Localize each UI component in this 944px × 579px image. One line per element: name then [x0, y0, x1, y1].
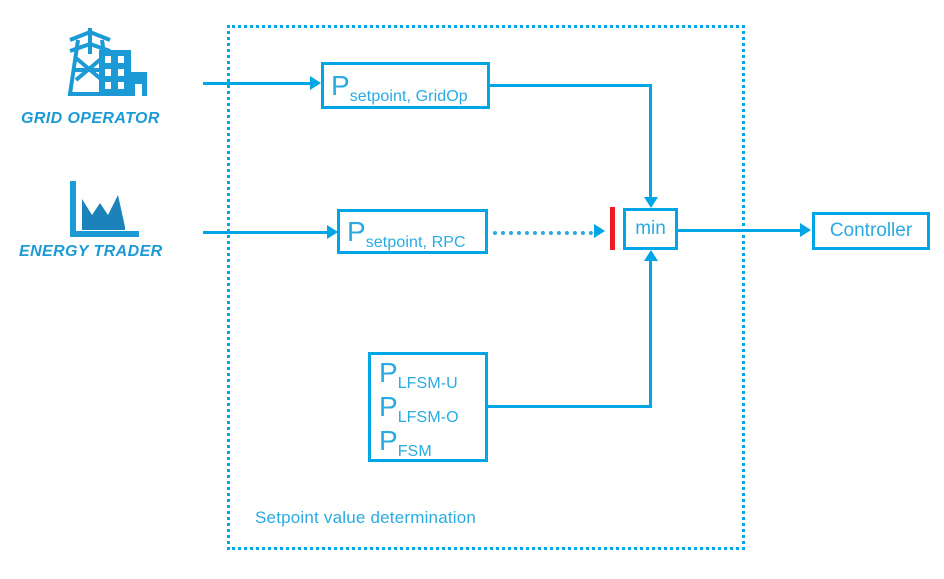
block-lfsm-o-formula: PLFSM-O	[379, 391, 459, 426]
connector-rpc-to-min-arrowhead	[594, 224, 605, 238]
group-label: Setpoint value determination	[255, 508, 477, 527]
power-tower-building-icon	[66, 24, 148, 107]
connector-gridop-to-min-arrowhead	[644, 197, 658, 208]
subscript-setpoint-rpc: setpoint, RPC	[365, 233, 466, 251]
connector-lfsm-to-min-horizontal	[488, 405, 652, 408]
block-setpoint-rpc[interactable]: Psetpoint, RPC	[337, 209, 488, 254]
symbol-p: P	[379, 425, 398, 456]
connector-min-to-controller-arrowhead	[800, 223, 811, 237]
block-min-label: min	[635, 218, 666, 239]
symbol-p: P	[379, 357, 398, 388]
block-controller-label: Controller	[829, 220, 913, 241]
connector-gridop-to-min-horizontal	[490, 84, 652, 87]
connector-rpc-to-min-dotted	[493, 231, 593, 235]
block-fsm-formula: PFSM	[379, 425, 432, 460]
block-lfsm-fsm[interactable]: PLFSM-U PLFSM-O PFSM	[368, 352, 488, 462]
connector-lfsm-to-min-vertical	[649, 261, 652, 408]
connector-gridop-to-min-vertical	[649, 84, 652, 199]
area-chart-icon	[68, 180, 140, 244]
connector-trader-input-arrowhead	[327, 225, 338, 239]
limit-marker	[610, 207, 615, 250]
actor-label-energy-trader: ENERGY TRADER	[19, 243, 163, 260]
symbol-p: P	[331, 69, 350, 101]
symbol-p: P	[379, 391, 398, 422]
subscript-lfsm-o: LFSM-O	[397, 409, 459, 426]
setpoint-determination-group	[227, 25, 745, 550]
symbol-p: P	[347, 215, 366, 247]
connector-min-to-controller-line	[678, 229, 802, 232]
connector-gridop-input-line	[203, 82, 311, 85]
connector-gridop-input-arrowhead	[310, 76, 321, 90]
block-setpoint-gridop-formula: Psetpoint, GridOp	[331, 69, 468, 104]
block-setpoint-rpc-formula: Psetpoint, RPC	[347, 215, 466, 250]
block-lfsm-u-formula: PLFSM-U	[379, 357, 458, 392]
connector-trader-input-line	[203, 231, 328, 234]
subscript-setpoint-gridop: setpoint, GridOp	[349, 87, 468, 105]
subscript-lfsm-u: LFSM-U	[397, 375, 458, 392]
block-setpoint-gridop[interactable]: Psetpoint, GridOp	[321, 62, 490, 109]
connector-lfsm-to-min-arrowhead	[644, 250, 658, 261]
actor-label-grid-operator: GRID OPERATOR	[21, 110, 160, 127]
block-min[interactable]: min	[623, 208, 678, 250]
subscript-fsm: FSM	[397, 443, 432, 460]
block-controller[interactable]: Controller	[812, 212, 930, 250]
